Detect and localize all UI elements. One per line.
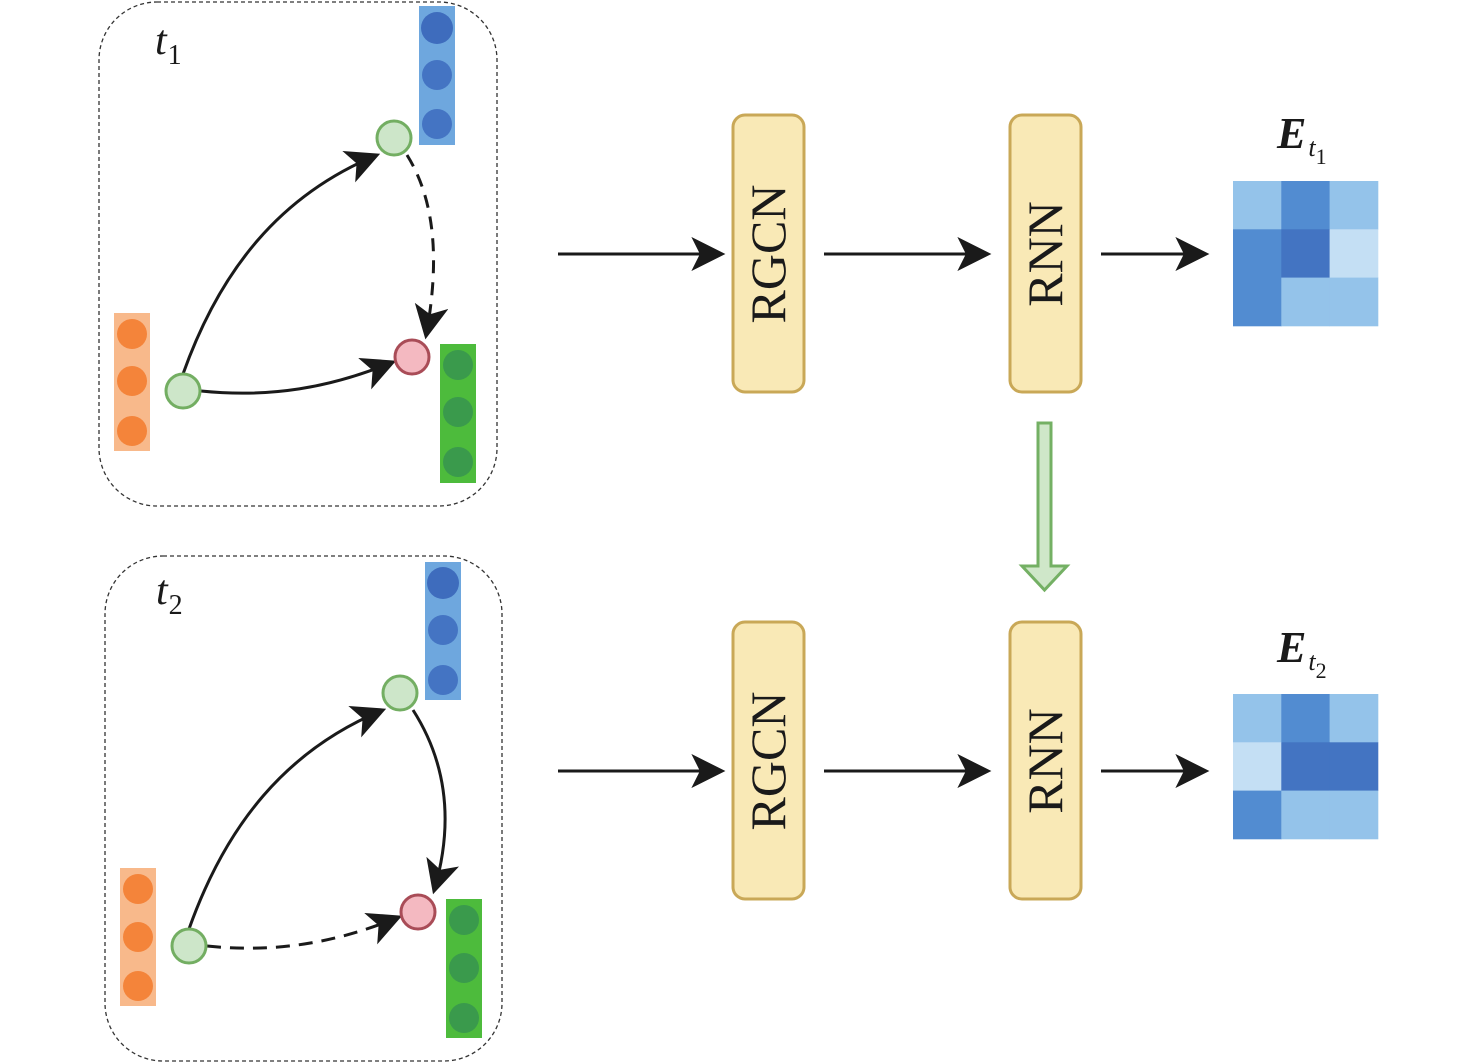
snapshot-frame bbox=[98, 1, 498, 507]
row-t1: t1 bbox=[98, 1, 1379, 507]
rgcn-module-t2: RGCN bbox=[731, 620, 806, 901]
temporal-arrow-rnn bbox=[1018, 421, 1071, 593]
matrix-cell bbox=[1281, 229, 1330, 278]
embedding-matrix-t1 bbox=[1233, 181, 1379, 327]
embedding-label: Et2 bbox=[1276, 623, 1327, 683]
matrix-cell bbox=[1233, 694, 1282, 743]
graph-snapshot-t2: t2 bbox=[104, 555, 503, 1062]
matrix-cell bbox=[1233, 742, 1282, 791]
node-source bbox=[164, 372, 202, 410]
edge-source-to-top bbox=[187, 705, 387, 930]
node-target bbox=[393, 338, 431, 376]
rnn-module-t1: RNN bbox=[1008, 113, 1083, 394]
time-label: t1 bbox=[155, 18, 182, 71]
matrix-cell bbox=[1329, 694, 1379, 743]
matrix-cell bbox=[1233, 790, 1282, 840]
node-top bbox=[381, 674, 419, 712]
rnn-module-t2: RNN bbox=[1008, 620, 1083, 901]
matrix-cell bbox=[1281, 181, 1330, 230]
graph-snapshot-t1: t1 bbox=[98, 1, 498, 507]
rnn-label: RNN bbox=[1017, 201, 1073, 307]
edge-top-to-target bbox=[405, 154, 449, 340]
snapshot-frame bbox=[104, 555, 503, 1062]
feature-vector-orange bbox=[114, 313, 150, 451]
matrix-cell bbox=[1233, 277, 1282, 327]
row-t2: t2 bbox=[104, 555, 1379, 1062]
matrix-cell bbox=[1233, 229, 1282, 278]
matrix-cell bbox=[1281, 742, 1330, 791]
matrix-cell bbox=[1329, 181, 1379, 230]
matrix-cell bbox=[1233, 181, 1282, 230]
edge-source-to-target bbox=[206, 912, 403, 950]
embedding-label: Et1 bbox=[1276, 109, 1327, 169]
node-top bbox=[375, 119, 413, 157]
matrix-cell bbox=[1329, 742, 1379, 791]
feature-vector-orange bbox=[120, 868, 156, 1006]
matrix-cell bbox=[1281, 277, 1330, 327]
rgcn-label: RGCN bbox=[740, 692, 796, 831]
rgcn-label: RGCN bbox=[740, 185, 796, 324]
matrix-cell bbox=[1329, 790, 1379, 840]
rnn-label: RNN bbox=[1017, 708, 1073, 814]
feature-vector-blue bbox=[419, 6, 455, 145]
edge-top-to-target bbox=[411, 709, 459, 895]
matrix-cell bbox=[1281, 694, 1330, 743]
matrix-cell bbox=[1329, 229, 1379, 278]
feature-vector-blue bbox=[425, 562, 461, 700]
edge-source-to-top bbox=[181, 150, 381, 375]
feature-vector-green bbox=[440, 344, 476, 483]
embedding-matrix-t2 bbox=[1233, 694, 1379, 840]
matrix-cell bbox=[1329, 277, 1379, 327]
feature-vector-green bbox=[446, 899, 482, 1038]
time-label: t2 bbox=[156, 568, 183, 621]
node-target bbox=[399, 893, 437, 931]
rgcn-module-t1: RGCN bbox=[731, 113, 806, 394]
node-source bbox=[170, 927, 208, 965]
matrix-cell bbox=[1281, 790, 1330, 840]
edge-source-to-target bbox=[200, 357, 397, 395]
